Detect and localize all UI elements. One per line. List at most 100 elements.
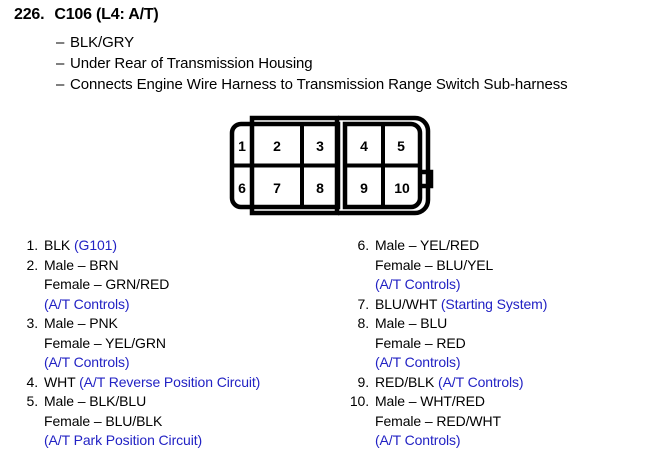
wire-color-code: WHT (44, 373, 76, 390)
wire-color-code: Female – RED (375, 334, 466, 351)
circuit-name[interactable]: (A/T Controls) (375, 276, 461, 292)
pin-number: 4 (360, 138, 368, 154)
dash-bullet-icon: – (56, 34, 65, 51)
circuit-name[interactable]: (A/T Controls) (44, 354, 130, 370)
pin-list-item: 4. WHT (A/T Reverse Position Circuit) (14, 373, 334, 393)
pin-secondary-line: (A/T Controls) (44, 353, 334, 373)
pin-number: 5 (397, 138, 405, 154)
pin-primary-line: 2. Male – BRN (14, 256, 334, 276)
description-text: BLK/GRY (70, 34, 135, 51)
pin-list-item: 10. Male – WHT/RED Female – RED/WHT (A/T Co… (339, 392, 664, 451)
wire-color-code: Male – BLK/BLU (44, 393, 147, 409)
pin-index: 5. (26, 393, 39, 409)
wire-color-code: RED/BLK (375, 373, 435, 390)
pin-number: 8 (316, 180, 324, 196)
wire-color-code: BLU/WHT (375, 295, 438, 312)
pin-index: 7. (357, 295, 370, 312)
item-number: 226. (14, 6, 45, 23)
circuit-name[interactable]: (A/T Reverse Position Circuit) (75, 373, 261, 390)
pin-index: 10. (349, 393, 369, 409)
pin-secondary-line: (A/T Controls) (375, 431, 664, 451)
pin-secondary-line: (A/T Controls) (375, 275, 664, 295)
circuit-name[interactable]: (A/T Park Position Circuit) (44, 432, 203, 448)
pin-wire-spec: BLK (G101) (44, 236, 117, 256)
connector-diagram: 1 2 3 4 5 6 7 8 9 10 (205, 108, 445, 223)
pin-index: 8. (357, 315, 370, 331)
connector-description-list: –BLK/GRY –Under Rear of Transmission Hou… (56, 32, 568, 95)
pin-secondary-line: Female – RED (375, 334, 664, 354)
pin-primary-line: 3. Male – PNK (14, 314, 334, 334)
circuit-name[interactable]: (A/T Controls) (44, 295, 130, 312)
pin-index: 2. (26, 256, 39, 273)
pin-primary-line: 8. Male – BLU (339, 314, 664, 334)
pin-primary-line: 10. Male – WHT/RED (339, 392, 664, 412)
pin-number: 3 (316, 138, 324, 154)
pin-primary-line: 5. Male – BLK/BLU (14, 392, 334, 412)
dash-bullet-icon: – (56, 76, 65, 93)
circuit-name[interactable]: (Starting System) (437, 295, 548, 312)
pin-wire-spec: Male – YEL/RED (375, 236, 479, 256)
wire-color-code: Male – WHT/RED (375, 393, 485, 409)
circuit-name[interactable]: (G101) (70, 237, 117, 253)
pin-index: 1. (26, 237, 39, 253)
pin-list-item: 7. BLU/WHT (Starting System) (339, 295, 664, 315)
pin-secondary-line: Female – RED/WHT (375, 412, 664, 432)
wire-color-code: Male – BLU (375, 315, 448, 331)
wire-color-code: Male – PNK (44, 315, 118, 331)
pin-primary-line: 7. BLU/WHT (Starting System) (339, 295, 664, 315)
pin-list-item: 2. Male – BRN Female – GRN/RED (A/T Control… (14, 256, 334, 315)
pin-number: 2 (273, 138, 281, 154)
pin-assignment-list: 1. BLK (G101) 2. Male – BRN Female – GRN/RED… (0, 236, 670, 471)
pin-secondary-line: Female – YEL/GRN (44, 334, 334, 354)
pin-wire-spec: Male – BLK/BLU (44, 392, 146, 412)
circuit-name[interactable]: (A/T Controls) (375, 432, 461, 448)
pin-primary-line: 4. WHT (A/T Reverse Position Circuit) (14, 373, 334, 393)
wire-color-code: Female – BLU/YEL (375, 256, 494, 273)
pin-secondary-line: (A/T Controls) (375, 353, 664, 373)
pin-list-item: 3. Male – PNK Female – YEL/GRN(A/T Control… (14, 314, 334, 373)
pin-wire-spec: Male – BRN (44, 256, 119, 276)
connector-name: C106 (L4: A/T) (54, 6, 159, 23)
right-body-outline (342, 121, 423, 210)
pin-wire-spec: RED/BLK (A/T Controls) (375, 373, 524, 393)
pin-primary-line: 9. RED/BLK (A/T Controls) (339, 373, 664, 393)
wire-color-code: Male – YEL/RED (375, 237, 480, 253)
left-body-outline (229, 121, 341, 210)
wire-color-code: Female – GRN/RED (44, 276, 170, 292)
pin-wire-spec: Male – PNK (44, 314, 118, 334)
pin-secondary-line: Female – BLU/YEL (375, 256, 664, 276)
circuit-name[interactable]: (A/T Controls) (434, 373, 524, 390)
pin-number: 10 (394, 180, 410, 196)
dash-bullet-icon: – (56, 55, 65, 72)
pin-primary-line: 1. BLK (G101) (14, 236, 334, 256)
pin-wire-spec: Male – BLU (375, 314, 447, 334)
pin-list-item: 6. Male – YEL/RED Female – BLU/YEL (A/T Con… (339, 236, 664, 295)
pin-wire-spec: WHT (A/T Reverse Position Circuit) (44, 373, 260, 393)
page-title: 226. C106 (L4: A/T) (14, 6, 159, 24)
pin-index: 9. (357, 373, 370, 390)
circuit-name[interactable]: (A/T Controls) (375, 354, 461, 370)
connector-face-svg: 1 2 3 4 5 6 7 8 9 10 (229, 115, 434, 216)
pin-list-item: 1. BLK (G101) (14, 236, 334, 256)
pin-index: 6. (357, 237, 370, 253)
description-line: –Connects Engine Wire Harness to Transmi… (56, 74, 568, 95)
wire-color-code: Female – RED/WHT (375, 412, 501, 429)
wire-color-code: Male – BRN (44, 256, 119, 273)
pin-list-right-column: 6. Male – YEL/RED Female – BLU/YEL (A/T Con… (339, 236, 664, 451)
pin-primary-line: 6. Male – YEL/RED (339, 236, 664, 256)
description-text: Under Rear of Transmission Housing (70, 55, 313, 72)
pin-secondary-line: Female – GRN/RED (44, 275, 334, 295)
pin-index: 3. (26, 315, 39, 331)
pin-list-item: 8. Male – BLU Female – RED (A/T Controls) (339, 314, 664, 373)
right-shell-outline (338, 115, 431, 216)
description-line: –Under Rear of Transmission Housing (56, 53, 568, 74)
pin-wire-spec: Male – WHT/RED (375, 392, 485, 412)
pin-secondary-line: (A/T Park Position Circuit) (44, 431, 334, 451)
pin-number: 1 (238, 138, 246, 154)
latch-tab-icon (420, 169, 434, 189)
pin-index: 4. (26, 373, 39, 390)
wire-color-code: BLK (44, 237, 71, 253)
pin-grid-lines (234, 124, 420, 207)
description-text: Connects Engine Wire Harness to Transmis… (70, 76, 568, 93)
